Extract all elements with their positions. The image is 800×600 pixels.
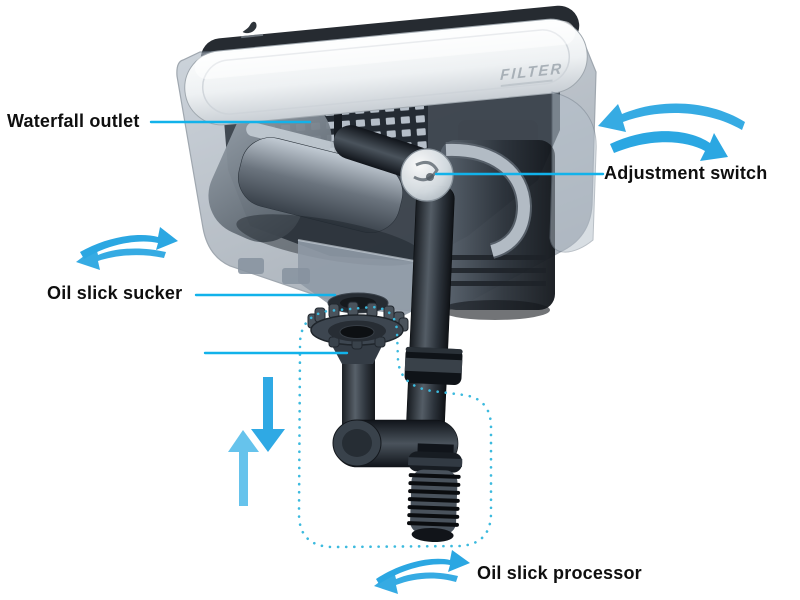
brand-logo-icon (241, 21, 264, 39)
down-arrow-icon (251, 377, 285, 452)
flow-arrows-left (76, 227, 178, 270)
waterfall-outlet-label: Waterfall outlet (7, 111, 140, 131)
waterfall-chute (208, 91, 424, 266)
swoosh-arrow-left-icon (374, 571, 458, 594)
leader-lines (149, 120, 605, 355)
swoosh-arrow-upright-icon (80, 227, 178, 259)
filter-unit: FILTER (176, 5, 597, 543)
adjustment-knob (400, 148, 454, 202)
tube-collar (404, 346, 463, 385)
hang-bracket (549, 91, 597, 253)
oil-slick-processor-label: Oil slick processor (477, 563, 642, 583)
oil-slick-sucker-label: Oil slick sucker (47, 283, 183, 303)
swoosh-arrow-left-icon (598, 103, 745, 132)
lid-filter-text: FILTER (500, 60, 564, 87)
oil-slick-sucker-cup (307, 301, 409, 434)
flow-arrows-bottom (374, 550, 470, 594)
swoosh-arrow-left-icon (76, 247, 166, 270)
flow-arrows-top-right (598, 103, 745, 161)
swoosh-arrow-right-icon (610, 131, 728, 161)
lid-brand-text: FILTER (500, 60, 564, 84)
adjustment-switch-label: Adjustment switch (604, 163, 768, 183)
up-arrow-icon (228, 430, 259, 506)
oil-slick-processor-strainer (407, 443, 463, 543)
swoosh-arrow-upright-icon (376, 550, 470, 584)
tube-clamp-band (445, 141, 533, 259)
lid: FILTER (184, 18, 588, 126)
